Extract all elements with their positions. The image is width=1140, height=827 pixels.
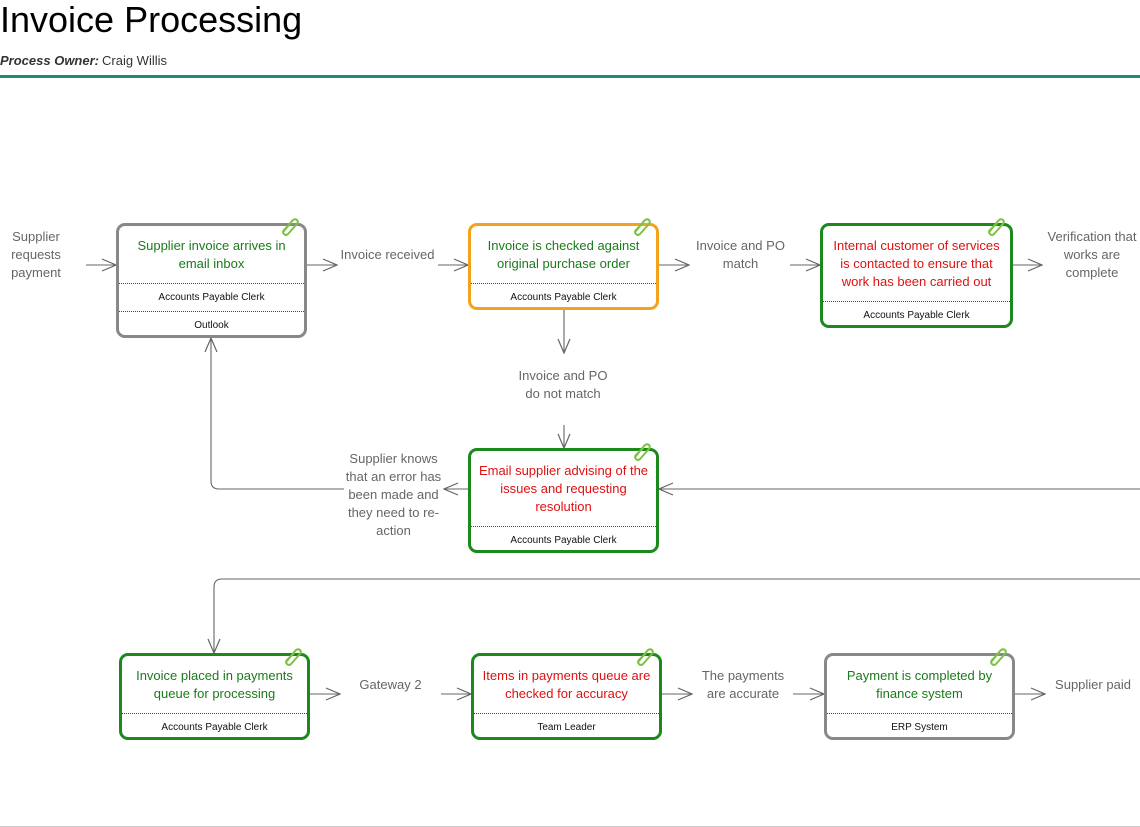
task-title: Supplier invoice arrives in email inbox xyxy=(137,237,286,271)
paperclip-icon xyxy=(637,648,654,666)
task-check-accuracy[interactable]: Items in payments queue are checked for … xyxy=(471,648,662,741)
connector-knows-to-arrives xyxy=(211,338,344,490)
task-payment-completed[interactable]: Payment is completed by finance system E… xyxy=(824,648,1015,741)
task-title: Internal customer of services is contact… xyxy=(833,237,1000,289)
paperclip-icon xyxy=(988,218,1005,236)
connector-right-to-queue xyxy=(214,578,1140,653)
task-title: Payment is completed by finance system xyxy=(846,667,993,701)
label-supplier-knows-error: Supplier knows that an error has been ma… xyxy=(345,451,442,538)
paperclip-icon xyxy=(634,218,651,236)
label-invoice-received: Invoice received xyxy=(340,247,435,262)
task-role: Accounts Payable Clerk xyxy=(471,283,656,311)
page-title: Invoice Processing xyxy=(0,0,303,40)
task-role: ERP System xyxy=(827,713,1012,741)
process-owner: Process Owner:Craig Willis xyxy=(0,53,167,68)
task-title: Invoice placed in payments queue for pro… xyxy=(136,667,293,701)
task-payments-queue[interactable]: Invoice placed in payments queue for pro… xyxy=(119,648,310,741)
process-owner-label: Process Owner: xyxy=(0,53,99,68)
task-system: Outlook xyxy=(119,311,304,339)
label-gateway-2: Gateway 2 xyxy=(359,677,422,692)
task-title: Invoice is checked against original purc… xyxy=(487,237,640,271)
label-invoice-po-match: Invoice and PO match xyxy=(696,238,785,271)
paperclip-icon xyxy=(285,648,302,666)
label-payments-accurate: The payments are accurate xyxy=(701,668,785,701)
paperclip-icon xyxy=(282,218,299,236)
task-title: Items in payments queue are checked for … xyxy=(482,667,651,701)
task-invoice-checked[interactable]: Invoice is checked against original purc… xyxy=(468,218,659,311)
label-supplier-requests-payment: Supplier requests payment xyxy=(11,229,61,280)
task-title: Email supplier advising of the issues an… xyxy=(478,462,649,514)
task-role: Accounts Payable Clerk xyxy=(122,713,307,741)
task-email-supplier[interactable]: Email supplier advising of the issues an… xyxy=(468,443,659,554)
paperclip-icon xyxy=(990,648,1007,666)
label-supplier-paid: Supplier paid xyxy=(1055,677,1131,692)
process-owner-name: Craig Willis xyxy=(102,53,167,68)
label-invoice-po-no-match: Invoice and PO do not match xyxy=(518,368,608,401)
task-role: Accounts Payable Clerk xyxy=(823,301,1010,329)
task-invoice-arrives[interactable]: Supplier invoice arrives in email inbox … xyxy=(116,218,307,339)
task-contact-customer[interactable]: Internal customer of services is contact… xyxy=(820,218,1013,329)
task-role: Team Leader xyxy=(474,713,659,741)
header-rule xyxy=(0,75,1140,78)
task-role: Accounts Payable Clerk xyxy=(471,526,656,554)
task-role: Accounts Payable Clerk xyxy=(119,283,304,311)
paperclip-icon xyxy=(634,443,651,461)
label-verification-complete: Verification that works are complete xyxy=(1047,229,1137,280)
